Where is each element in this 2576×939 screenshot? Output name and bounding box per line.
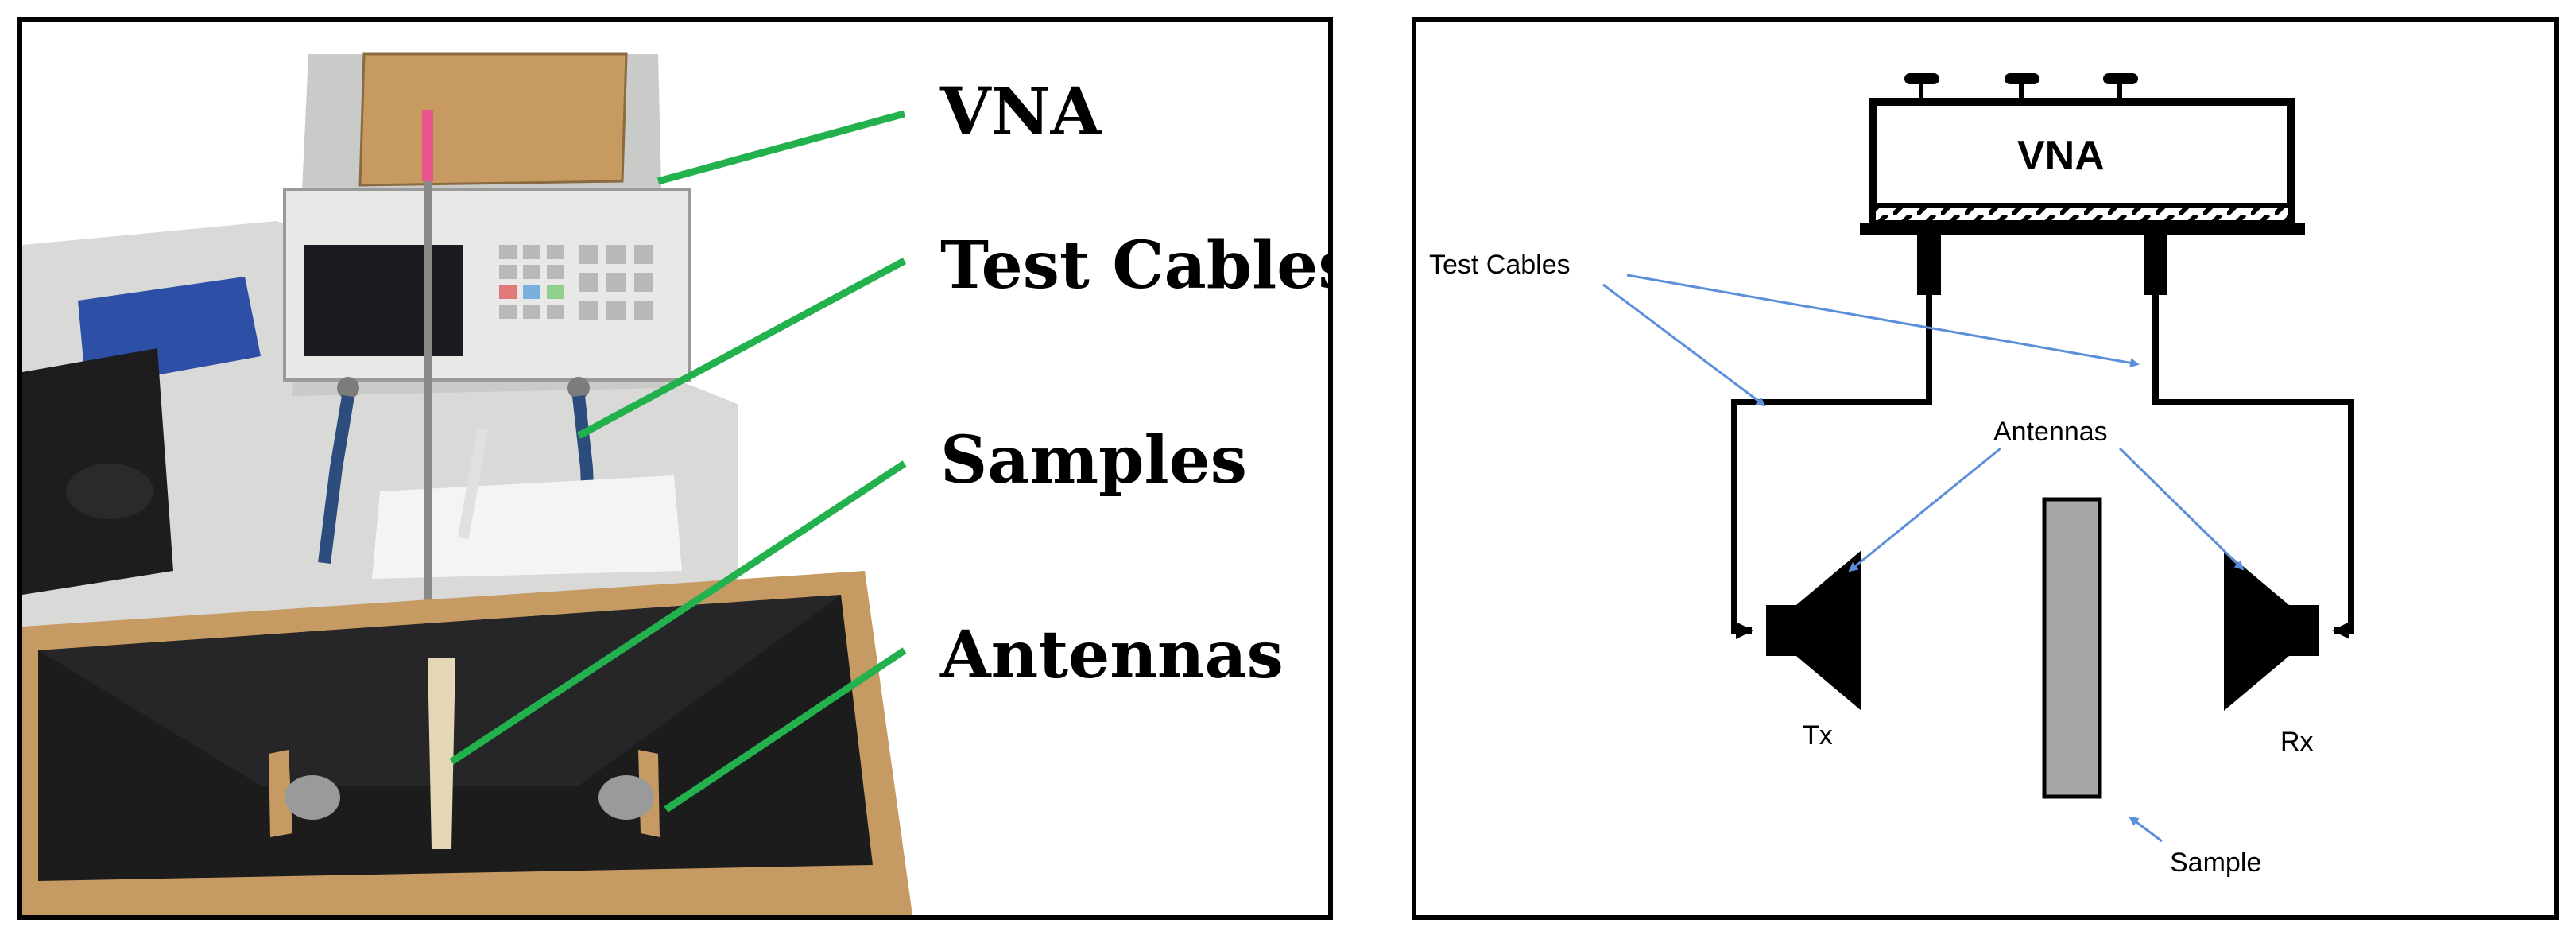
rx-antenna xyxy=(2224,550,2319,711)
leader-test-cables xyxy=(576,258,907,439)
vna-port-1 xyxy=(337,377,359,399)
label-samples: Samples xyxy=(940,422,1247,499)
antenna-left xyxy=(285,775,340,820)
schematic-sample-label: Sample xyxy=(2170,848,2262,878)
antenna-right xyxy=(598,775,654,820)
schematic-test-cables-label: Test Cables xyxy=(1429,250,1571,280)
vna-keypad xyxy=(499,245,653,320)
cardboard-box-top xyxy=(358,52,628,187)
schematic-rx-label: Rx xyxy=(2280,727,2314,757)
leader-antennas xyxy=(664,647,907,813)
sample-slab xyxy=(2042,497,2102,799)
annotation-arrows xyxy=(1602,274,2245,843)
cable-left xyxy=(318,394,354,564)
vna-hatched-base xyxy=(1871,203,2293,225)
vna-screen xyxy=(304,245,463,356)
setup-photo xyxy=(22,22,1328,915)
sample-holder xyxy=(428,658,455,849)
clamp-arm xyxy=(457,427,489,540)
tx-antenna xyxy=(1766,550,1861,711)
paper-sheet xyxy=(372,475,682,579)
schematic-drawing xyxy=(1602,73,2354,843)
arrow-antennas-tx xyxy=(1848,447,2001,572)
label-vna: VNA xyxy=(940,74,1102,150)
setup-photo-panel: VNA Test Cables Samples Antennas xyxy=(17,17,1333,920)
leader-samples xyxy=(449,460,907,765)
mouse xyxy=(66,464,153,519)
schematic-tx-label: Tx xyxy=(1803,720,1833,751)
arrow-test-cables-right xyxy=(1626,274,2140,368)
cable-tx xyxy=(1731,295,1932,639)
cable-rx xyxy=(2152,295,2354,639)
vna-box xyxy=(1869,98,2295,227)
schematic-antennas-label: Antennas xyxy=(1993,417,2108,447)
antenna-mount-left xyxy=(269,750,292,837)
arrow-test-cables-left xyxy=(1602,283,1766,407)
arrow-sample xyxy=(2129,816,2163,843)
leader-vna xyxy=(657,110,906,185)
label-test-cables: Test Cables xyxy=(940,227,1333,304)
vna-knobs xyxy=(1904,73,2138,103)
rod-marker xyxy=(422,110,433,181)
vna-base-plate xyxy=(1860,223,2305,235)
label-antennas: Antennas xyxy=(940,617,1284,693)
schematic-panel: VNA Test Cables Antennas Tx Rx Sample xyxy=(1412,17,2559,920)
vna-port-left xyxy=(1917,235,1941,295)
leader-lines xyxy=(449,110,907,813)
support-rod xyxy=(424,118,432,611)
vna-port-right xyxy=(2144,235,2167,295)
schematic-vna-label: VNA xyxy=(2017,133,2105,179)
vna-port-2 xyxy=(567,377,590,399)
arrow-antennas-rx xyxy=(2118,447,2245,571)
